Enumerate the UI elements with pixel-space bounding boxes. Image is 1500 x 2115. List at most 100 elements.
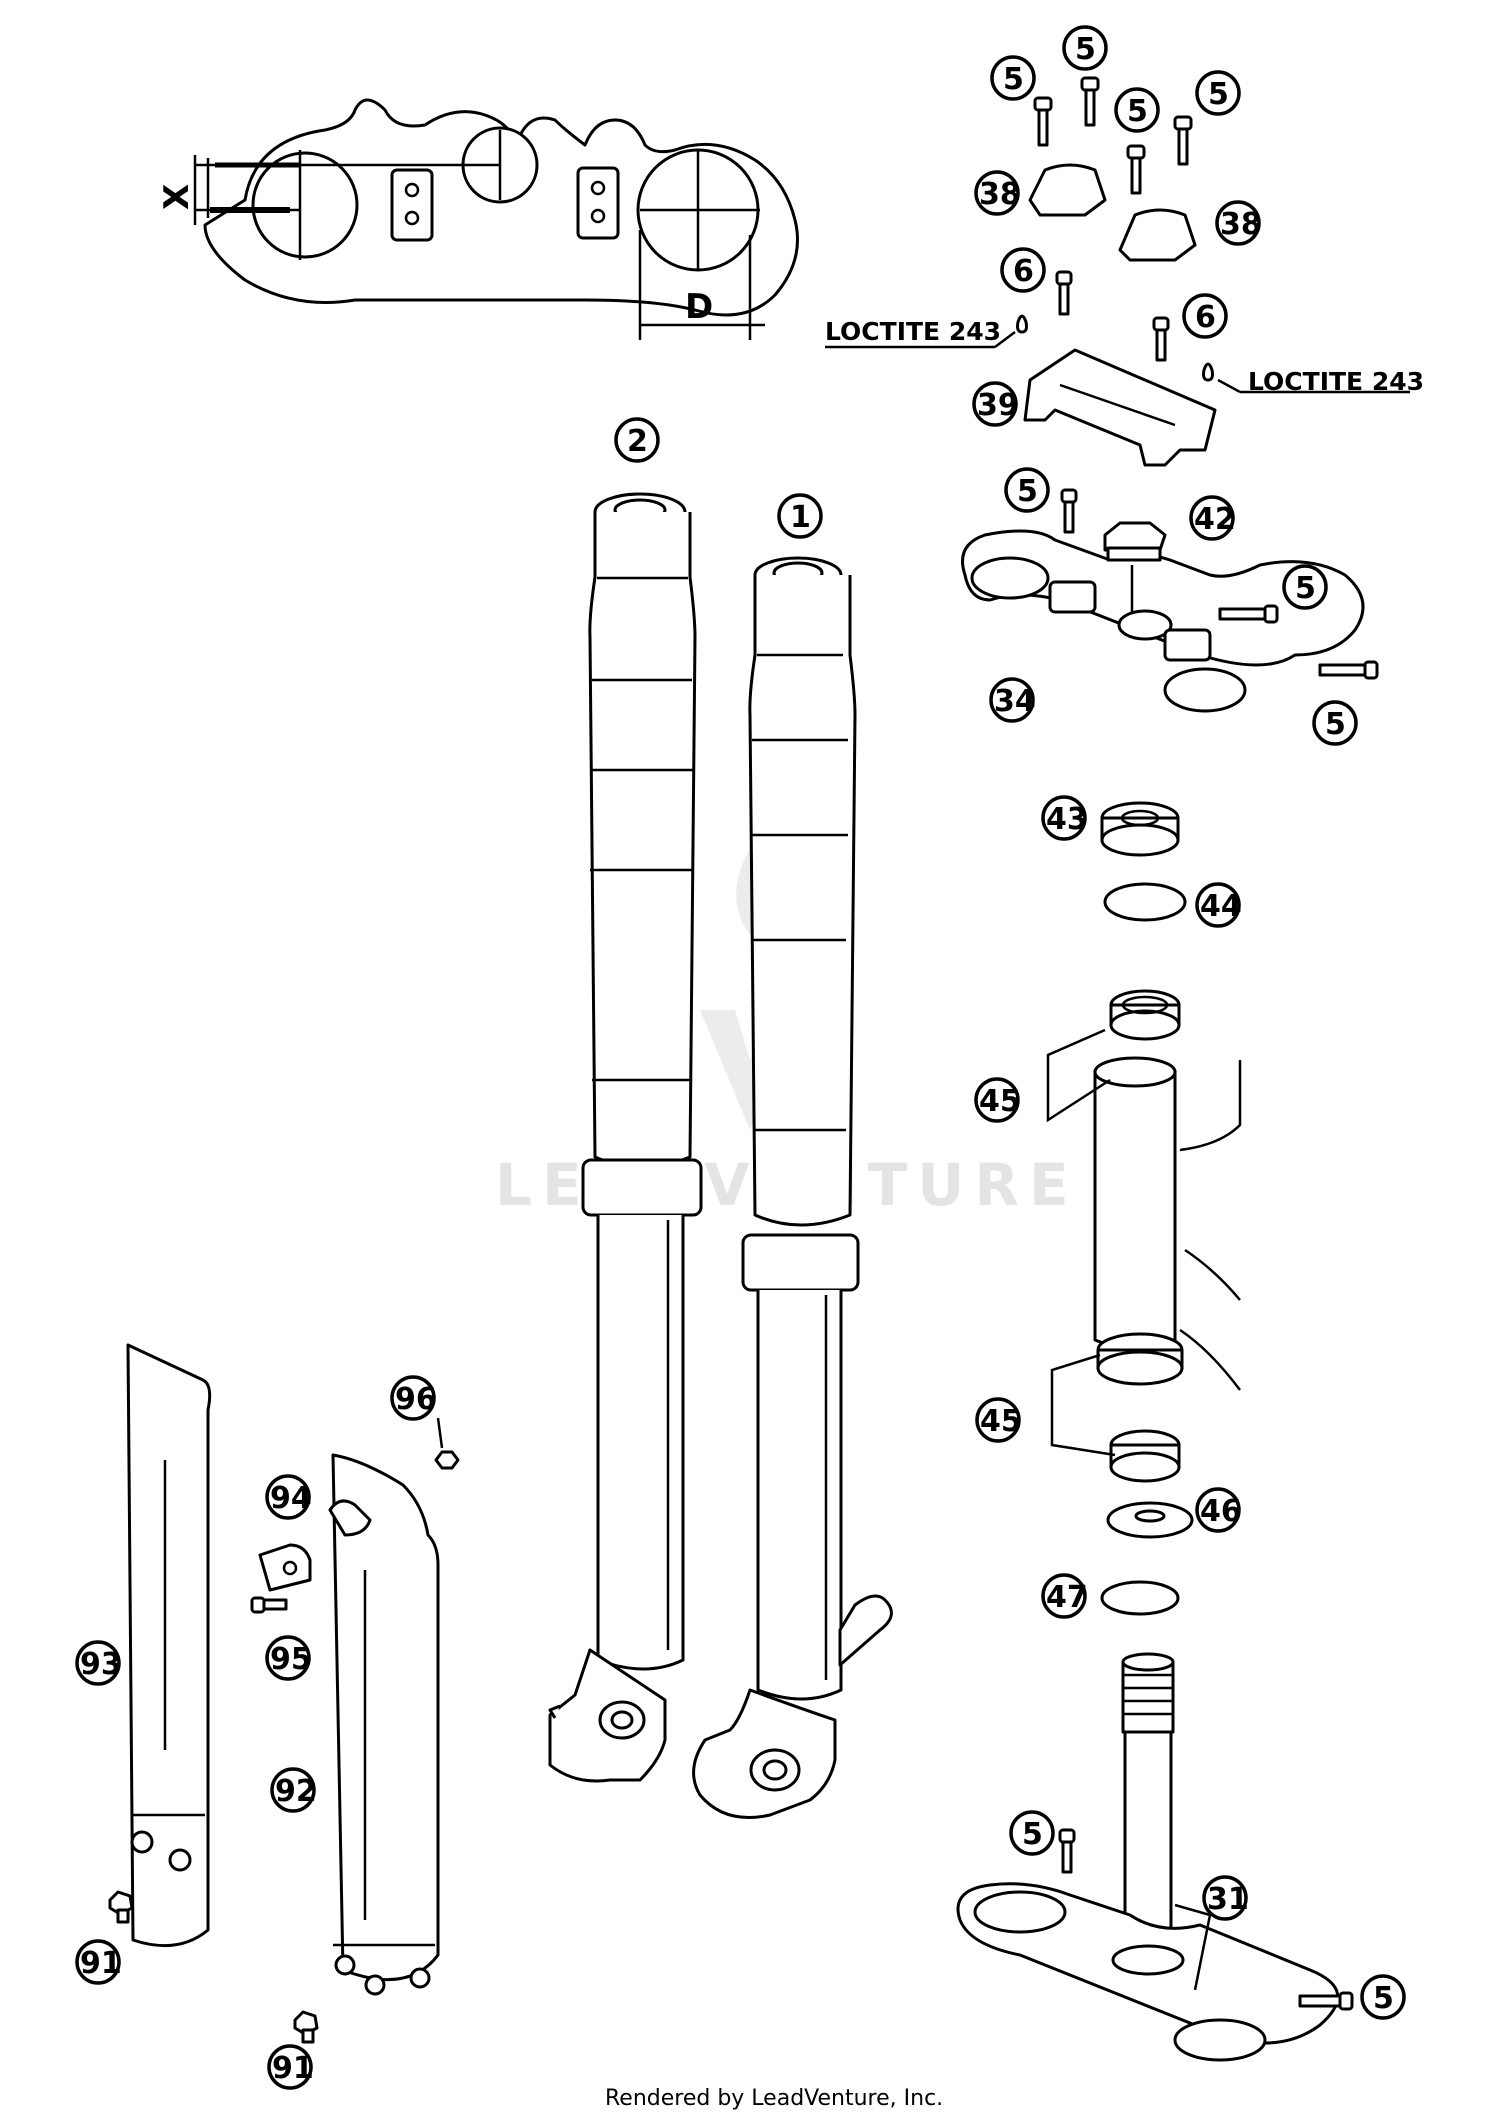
svg-text:5: 5 [1127, 94, 1148, 129]
fork-guard-93 [126, 1343, 212, 1948]
screw-icon [1152, 316, 1170, 362]
svg-text:43: 43 [1046, 802, 1088, 837]
svg-text:5: 5 [1017, 474, 1038, 509]
lower-clamp-icon [1023, 348, 1217, 467]
bearing-stack [1046, 801, 1242, 1616]
screw-icon [250, 1596, 288, 1614]
o-ring-icon [1100, 1580, 1180, 1616]
callout-39: 39 [972, 381, 1019, 427]
callout-47: 47 [1041, 1573, 1088, 1619]
fork-leg-2 [548, 492, 703, 1783]
svg-text:38: 38 [979, 177, 1021, 212]
callout-31: 31 [1202, 1875, 1249, 1921]
svg-text:2: 2 [627, 424, 648, 459]
callout-42: 42 [1189, 495, 1236, 541]
callout-38: 38 [974, 170, 1021, 216]
screw-icon [1033, 96, 1053, 147]
svg-text:92: 92 [275, 1774, 317, 1809]
callout-38: 38 [1215, 200, 1262, 246]
callout-6: 6 [1182, 293, 1228, 339]
svg-text:45: 45 [980, 1404, 1022, 1439]
svg-text:5: 5 [1208, 77, 1229, 112]
lower-triple-clamp [956, 1652, 1354, 2062]
screw-icon [1218, 604, 1279, 624]
callout-1: 1 [777, 493, 823, 539]
svg-text:34: 34 [994, 684, 1036, 719]
callout-34: 34 [989, 677, 1036, 723]
loctite-drop-icon [1202, 362, 1214, 382]
callout-91: 91 [75, 1939, 122, 1985]
dimension-x-label: X [157, 184, 197, 210]
callout-5: 5 [1062, 25, 1108, 71]
screw-icon [108, 1890, 134, 1924]
screw-icon [1055, 270, 1073, 316]
svg-text:6: 6 [1195, 300, 1216, 335]
screw-icon [1318, 660, 1379, 680]
callout-91: 91 [267, 2044, 314, 2090]
svg-text:5: 5 [1325, 707, 1346, 742]
loctite-note-left: LOCTITE 243 [825, 317, 1001, 346]
o-ring-icon [1103, 882, 1187, 922]
screw-icon [1298, 1991, 1354, 2011]
callout-2: 2 [614, 417, 660, 463]
svg-text:47: 47 [1046, 1580, 1088, 1615]
svg-text:45: 45 [979, 1084, 1021, 1119]
upper-triple-clamp [961, 488, 1379, 713]
svg-text:93: 93 [80, 1647, 122, 1682]
svg-text:1: 1 [790, 500, 811, 535]
handlebar-clamp-assembly: LOCTITE 243 LOCTITE 243 [825, 76, 1424, 467]
loctite-drop-icon [1016, 314, 1028, 334]
svg-text:94: 94 [270, 1481, 312, 1516]
callout-5: 5 [1004, 467, 1050, 513]
footer-credit: Rendered by LeadVenture, Inc. [605, 2086, 943, 2111]
svg-text:5: 5 [1075, 32, 1096, 67]
svg-text:5: 5 [1003, 62, 1024, 97]
callout-5: 5 [1360, 1974, 1406, 2020]
svg-text:5: 5 [1022, 1817, 1043, 1852]
nut-icon [434, 1450, 460, 1470]
callout-5: 5 [1009, 1810, 1055, 1856]
callout-6: 6 [1000, 247, 1046, 293]
clamp-cap-icon [1028, 163, 1107, 217]
callout-5: 5 [1282, 564, 1328, 610]
callout-45: 45 [974, 1077, 1021, 1123]
svg-text:39: 39 [977, 388, 1019, 423]
screw-icon [1080, 76, 1100, 127]
screw-icon [1126, 144, 1146, 195]
callout-45: 45 [975, 1397, 1022, 1443]
svg-text:46: 46 [1200, 1494, 1242, 1529]
callout-5: 5 [1114, 87, 1160, 133]
svg-text:38: 38 [1220, 207, 1262, 242]
svg-text:5: 5 [1373, 1981, 1394, 2016]
svg-text:42: 42 [1194, 502, 1236, 537]
callout-92: 92 [270, 1767, 317, 1813]
callout-43: 43 [1041, 795, 1088, 841]
triple-clamp-dimension-sketch: X D [157, 98, 799, 340]
callout-95: 95 [265, 1635, 312, 1681]
svg-text:96: 96 [395, 1382, 437, 1417]
svg-text:44: 44 [1200, 889, 1242, 924]
svg-text:31: 31 [1207, 1882, 1249, 1917]
screw-icon [1058, 1828, 1076, 1874]
screw-icon [1173, 115, 1193, 166]
callout-93: 93 [75, 1640, 122, 1686]
svg-text:6: 6 [1013, 254, 1034, 289]
clamp-cap-icon [1118, 208, 1197, 262]
callout-94: 94 [265, 1474, 312, 1520]
fork-guard-92 [108, 1417, 460, 2044]
svg-text:91: 91 [272, 2051, 314, 2086]
nut-icon [1103, 521, 1167, 552]
callout-96: 96 [390, 1375, 437, 1421]
callout-46: 46 [1195, 1487, 1242, 1533]
callout-44: 44 [1195, 882, 1242, 928]
svg-text:95: 95 [270, 1642, 312, 1677]
callout-5: 5 [1312, 700, 1358, 746]
svg-text:91: 91 [80, 1946, 122, 1981]
loctite-note-right: LOCTITE 243 [1248, 367, 1424, 396]
dimension-d-label: D [685, 287, 713, 327]
screw-icon [1060, 488, 1078, 534]
svg-text:5: 5 [1295, 571, 1316, 606]
callout-5: 5 [1195, 70, 1241, 116]
